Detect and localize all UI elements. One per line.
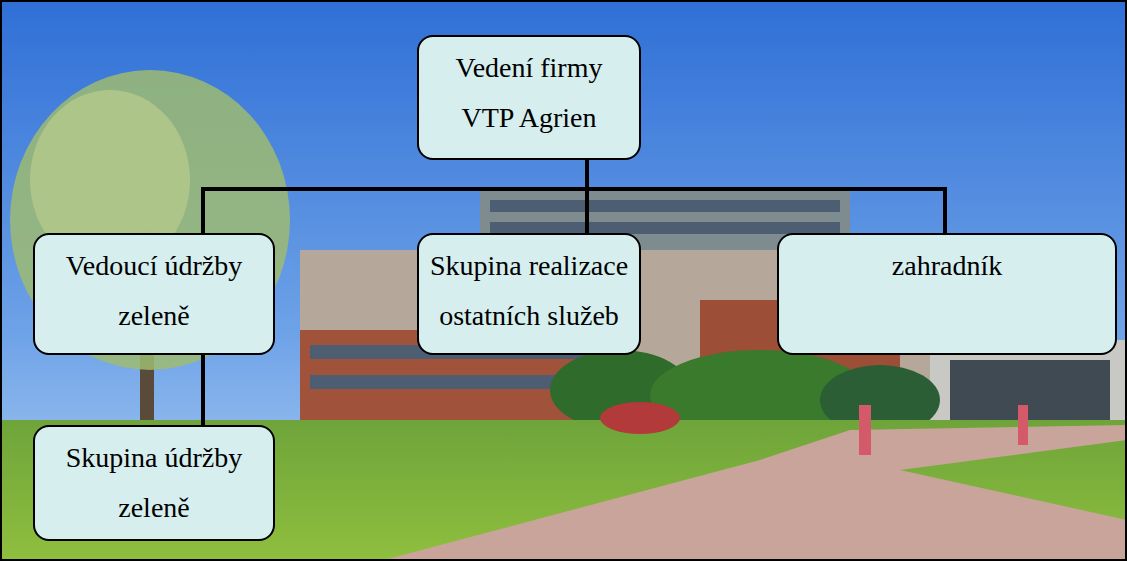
gardener-box: zahradník (777, 233, 1117, 355)
box-label: zahradník (789, 241, 1105, 291)
org-connector (587, 160, 945, 233)
org-connector (201, 355, 205, 425)
management-box: Vedení firmy VTP Agrien (417, 35, 641, 160)
maintenance-group-box: Skupina údržby zeleně (33, 425, 275, 541)
service-group-box: Skupina realizace ostatních služeb (417, 233, 641, 355)
box-label: Vedoucí údržby zeleně (45, 241, 263, 341)
box-label: Skupina realizace ostatních služeb (429, 241, 629, 341)
box-label: Vedení firmy VTP Agrien (429, 43, 629, 143)
manager-box: Vedoucí údržby zeleně (33, 233, 275, 355)
org-connector (203, 160, 587, 233)
box-label: Skupina údržby zeleně (45, 433, 263, 533)
